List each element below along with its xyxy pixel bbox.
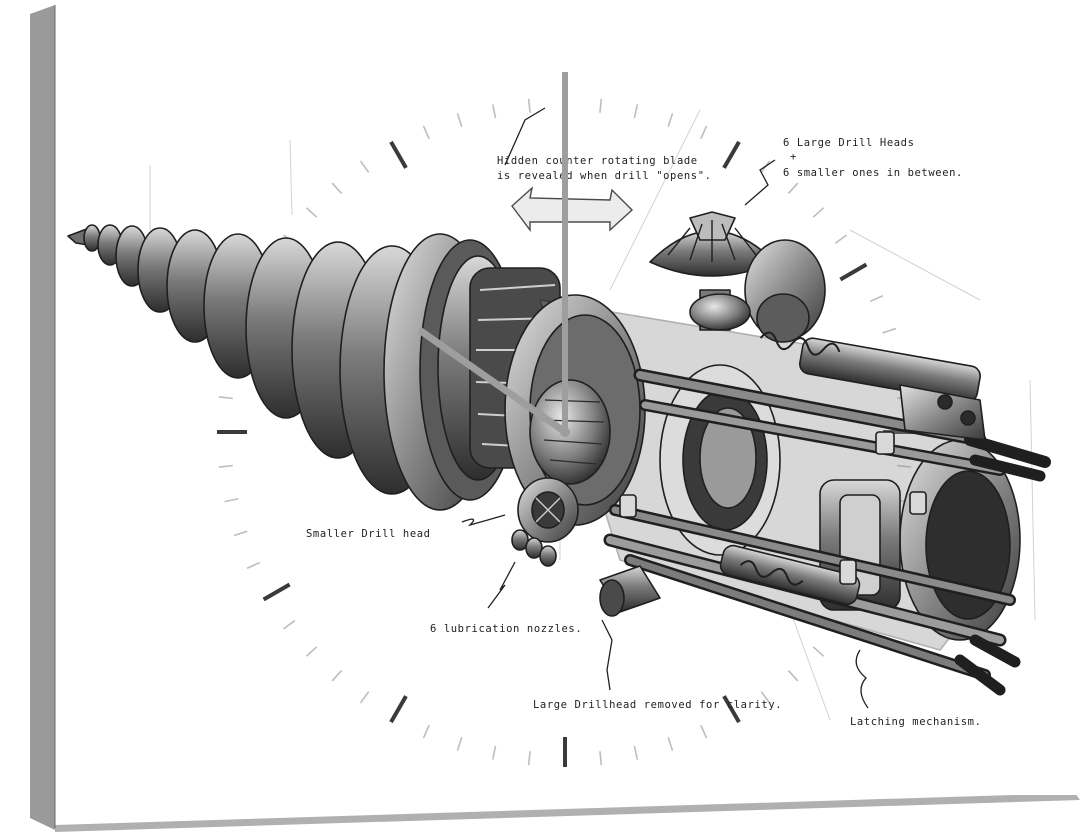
clock-hour-mark [262,582,291,602]
annotation-latching-mechanism: Latching mechanism. [850,716,982,728]
clock-minute-mark [359,160,370,173]
clock-hour-hand [417,327,568,435]
clock-minute-mark [882,327,897,334]
clock-minute-mark [633,104,639,119]
clock-minute-mark [787,182,799,194]
clock-hour-mark [839,262,868,282]
clock-hands [417,72,570,437]
clock-minute-mark [233,530,248,537]
clock-minute-mark [700,724,708,739]
opening-direction-arrow [511,186,634,233]
clock-minute-mark [599,98,603,113]
annotation-labels: Hidden counter rotating blade is reveale… [306,137,982,728]
clock-minute-mark [760,691,771,704]
drill-illustration [67,211,1051,696]
top-drill-head [649,211,826,343]
clock-minute-mark [633,745,639,760]
clock-minute-mark [700,125,708,140]
spring-pistons [719,331,981,606]
annotation-drill-heads-line2: 6 smaller ones in between. [783,167,963,179]
smaller-drill-head [517,477,579,543]
clock-hour-mark [389,140,408,169]
clock-minute-mark [224,497,239,503]
clock-minute-mark [218,464,233,468]
clock-minute-mark [869,295,884,303]
annotation-hidden-blade-line2: is revealed when drill "opens". [497,170,712,182]
clock-minute-mark [527,98,531,113]
clock-minute-mark [331,182,343,194]
clock-minute-mark [422,125,430,140]
drill-tip [67,224,101,252]
clock-minute-mark [491,745,497,760]
rear-bolt-block [899,384,986,441]
removed-drillhead-mount [599,565,661,617]
clock-minute-mark [305,207,318,218]
clock-hour-mark [722,695,741,724]
annotation-smaller-drill-head: Smaller Drill head [306,528,431,540]
clock-hour-mark [389,695,408,724]
annotation-drill-heads-plus: + [790,151,797,163]
clock-minute-mark [897,464,912,468]
clock-minute-mark [456,737,463,751]
lubrication-nozzles [511,529,557,567]
clock-minute-mark [422,724,430,739]
clock-minute-mark [282,620,296,630]
clock-hour-mark [722,140,741,169]
clock-center-pin [560,427,570,437]
clock-minute-mark [456,113,463,127]
clock-minute-mark [246,561,261,569]
clock-minute-mark [667,113,674,127]
clock-minute-mark [491,104,497,119]
clock-minute-mark [667,737,674,751]
clock-minute-mark [218,396,233,400]
auger-spiral [97,224,521,511]
clock-minute-mark [812,207,825,218]
clock-minute-mark [599,751,603,766]
annotation-leader-lines [461,107,869,709]
annotation-lubrication-nozzles: 6 lubrication nozzles. [430,623,582,635]
clock-minute-mark [812,646,825,657]
hose-clamps [619,431,927,585]
annotation-drill-heads-line1: 6 Large Drill Heads [783,137,915,149]
annotation-hidden-blade-line1: Hidden counter rotating blade [497,155,698,167]
clock-minute-mark [834,234,848,244]
clock-minute-mark [305,646,318,657]
clock-minute-mark [359,691,370,704]
clock-minute-mark [527,751,531,766]
annotation-large-drillhead-removed: Large Drillhead removed for clarity. [533,699,782,711]
clock-minute-mark [787,670,799,682]
clock-minute-mark [331,670,343,682]
